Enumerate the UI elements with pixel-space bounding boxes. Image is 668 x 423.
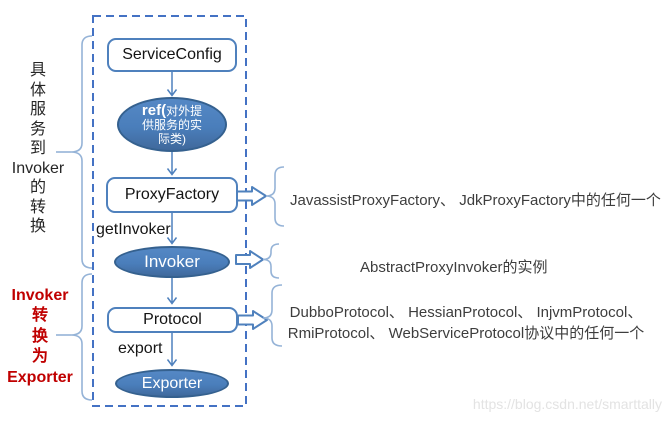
block-arrow-icon bbox=[235, 250, 264, 269]
brace-right-protocol bbox=[262, 284, 283, 347]
node-serviceconfig: ServiceConfig bbox=[107, 38, 237, 72]
left-caption-service-to-invoker: 具 体 服 务 到 Invoker 的 转 换 bbox=[11, 62, 65, 235]
brace-right-proxyfactory bbox=[265, 166, 285, 227]
node-invoker-label: Invoker bbox=[144, 252, 200, 271]
edge-label-getinvoker: getInvoker bbox=[96, 221, 171, 238]
annotation-proxyfactory-impls: JavassistProxyFactory、 JdkProxyFactory中的… bbox=[290, 192, 661, 209]
down-arrow-icon bbox=[166, 71, 178, 97]
node-protocol: Protocol bbox=[107, 307, 238, 333]
node-protocol-label: Protocol bbox=[143, 311, 202, 328]
down-arrow-icon bbox=[166, 278, 178, 305]
brace-left-group1 bbox=[70, 35, 93, 269]
block-arrow-icon bbox=[237, 310, 268, 330]
annotation-protocol-impls-line2: RmiProtocol、 WebServiceProtocol协议中的任何一个 bbox=[287, 325, 645, 342]
node-ref-line1-rest: 对外提 bbox=[166, 103, 203, 118]
annotation-invoker-impl: AbstractProxyInvoker的实例 bbox=[360, 259, 548, 276]
down-arrow-icon bbox=[166, 332, 178, 367]
down-arrow-icon bbox=[166, 151, 178, 176]
left-braces bbox=[56, 35, 93, 401]
node-ref-line1: ref(对外提 bbox=[141, 101, 203, 119]
node-invoker: Invoker bbox=[114, 246, 230, 278]
block-arrows bbox=[235, 186, 268, 330]
node-ref-line2: 供服务的实 bbox=[141, 117, 202, 132]
watermark-url: https://blog.csdn.net/smarttally bbox=[472, 396, 662, 412]
block-arrow-icon bbox=[236, 186, 267, 206]
node-exporter-label: Exporter bbox=[141, 374, 203, 392]
node-ref-prefix: ref( bbox=[141, 101, 167, 119]
node-proxyfactory: ProxyFactory bbox=[106, 177, 238, 213]
left-caption-invoker-to-exporter: Invoker 转 换 为 Exporter bbox=[7, 287, 73, 386]
flow-arrows bbox=[166, 71, 178, 367]
node-ref-line3: 际类) bbox=[158, 131, 186, 146]
edge-label-export: export bbox=[118, 340, 163, 357]
node-exporter: Exporter bbox=[115, 369, 229, 398]
node-ref: ref(对外提 供服务的实 际类) bbox=[117, 97, 227, 152]
brace-left-group2 bbox=[70, 273, 93, 401]
annotation-protocol-impls-line1: DubboProtocol、 HessianProtocol、 InjvmPro… bbox=[289, 304, 643, 321]
node-serviceconfig-label: ServiceConfig bbox=[122, 46, 222, 63]
dashed-boundary bbox=[92, 15, 247, 407]
node-proxyfactory-label: ProxyFactory bbox=[124, 186, 220, 203]
down-arrow-icon bbox=[166, 212, 178, 245]
annotation-protocol-impls: DubboProtocol、 HessianProtocol、 InjvmPro… bbox=[270, 302, 662, 344]
right-braces bbox=[262, 166, 285, 347]
brace-right-invoker bbox=[262, 243, 280, 279]
